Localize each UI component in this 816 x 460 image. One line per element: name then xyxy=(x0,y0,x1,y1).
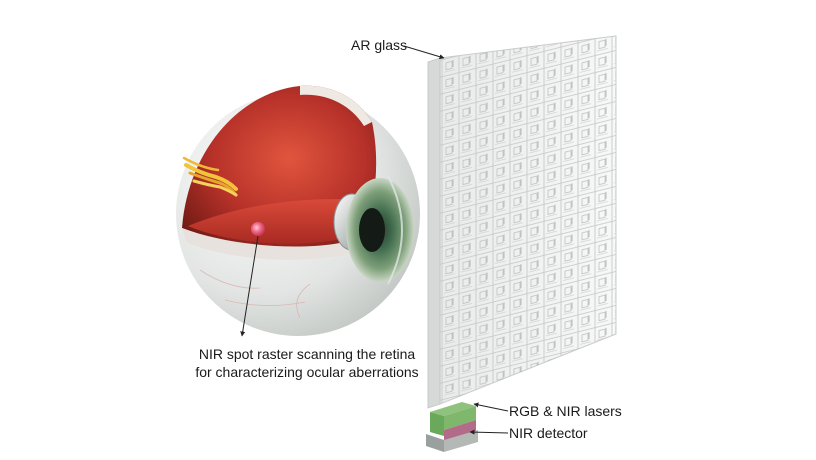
pupil xyxy=(359,208,385,252)
cut-floor xyxy=(182,228,368,260)
ar-glass-label: AR glass xyxy=(351,37,408,53)
module-base-side xyxy=(444,430,478,452)
retina-floor xyxy=(188,199,362,244)
laser-block-side xyxy=(444,406,476,430)
nir-detector-label: NIR detector xyxy=(509,425,588,441)
module-base xyxy=(426,434,444,452)
ar-glass-grid xyxy=(440,36,616,404)
rgb-nir-laser-block xyxy=(430,412,444,436)
ar-glass-arrow xyxy=(403,45,445,60)
sclera-veins xyxy=(199,269,311,319)
laser-detector-module xyxy=(426,402,478,452)
detector-arrow xyxy=(469,429,509,435)
ar-glass-edge xyxy=(427,57,441,409)
nir-spot-label: NIR spot raster scanning the retina for … xyxy=(195,346,419,380)
eye-cross-section xyxy=(176,85,420,336)
lasers-arrow xyxy=(473,402,509,412)
retina-rim xyxy=(300,85,372,126)
nir-spot-arrow xyxy=(240,235,259,337)
optic-nerve xyxy=(182,156,238,197)
nir-spot xyxy=(251,222,265,236)
ar-glass-panel xyxy=(427,35,617,409)
module-top xyxy=(430,402,476,416)
cornea xyxy=(387,175,403,285)
rgb-nir-lasers-label: RGB & NIR lasers xyxy=(509,403,622,419)
